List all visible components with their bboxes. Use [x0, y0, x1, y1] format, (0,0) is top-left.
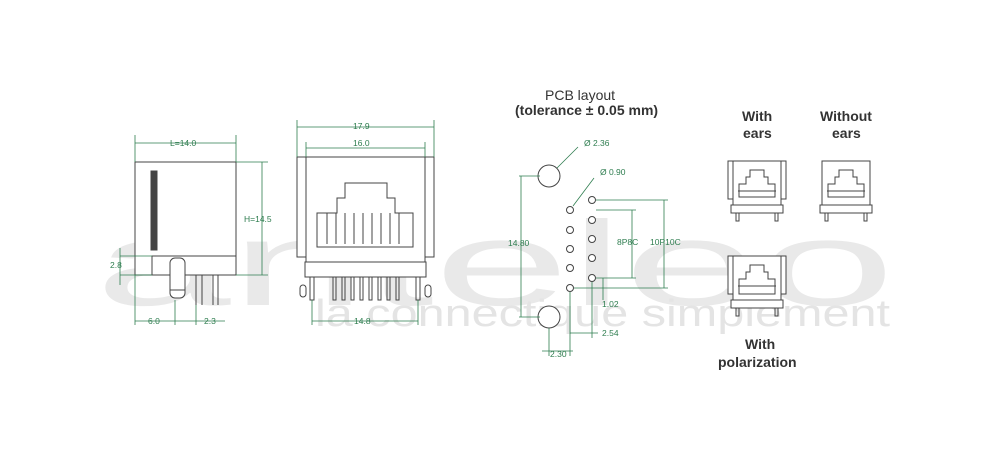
- span-10p10c: 10P10C: [650, 237, 681, 247]
- dim-pin-span: 14.8: [354, 316, 371, 326]
- pcb-tolerance: (tolerance ± 0.05 mm): [515, 102, 658, 118]
- side-view: L=14.0 H=14.5 2.8 6.0 2.3: [110, 135, 272, 326]
- variant-with-polarization: With polarization: [718, 255, 797, 370]
- polarization-label-2: polarization: [718, 354, 797, 370]
- pcb-title: PCB layout: [545, 87, 615, 103]
- front-view: 17.9 16.0 14.8: [296, 120, 435, 326]
- span-8p8c: 8P8C: [617, 237, 638, 247]
- with-ears-label-2: ears: [743, 125, 772, 141]
- small-hole-diameter: Ø 0.90: [600, 167, 626, 177]
- dim-peg-offset: 2.30: [550, 349, 567, 359]
- dim-pin-offset: 2.8: [110, 260, 122, 270]
- variant-with-ears: With ears: [727, 108, 787, 222]
- with-ears-label-1: With: [742, 108, 772, 124]
- dim-length: L=14.0: [170, 138, 197, 148]
- contacts: [326, 213, 400, 244]
- variant-without-ears: Without ears: [819, 108, 873, 222]
- dim-body-width: 16.0: [353, 138, 370, 148]
- dim-hole-spacing: 14.80: [508, 238, 530, 248]
- dim-pitch: 1.02: [602, 299, 619, 309]
- without-ears-label-2: ears: [832, 125, 861, 141]
- without-ears-label-1: Without: [820, 108, 872, 124]
- pcb-layout: PCB layout (tolerance ± 0.05 mm) Ø 2.36 …: [508, 87, 681, 359]
- dim-pitch-b: 2.3: [204, 316, 216, 326]
- dim-overall-width: 17.9: [353, 121, 370, 131]
- dim-pitch-a: 6.0: [148, 316, 160, 326]
- polarization-label-1: With: [745, 336, 775, 352]
- front-pins: [299, 276, 432, 301]
- dim-row-offset: 2.54: [602, 328, 619, 338]
- large-hole-diameter: Ø 2.36: [584, 138, 610, 148]
- dim-height: H=14.5: [244, 214, 272, 224]
